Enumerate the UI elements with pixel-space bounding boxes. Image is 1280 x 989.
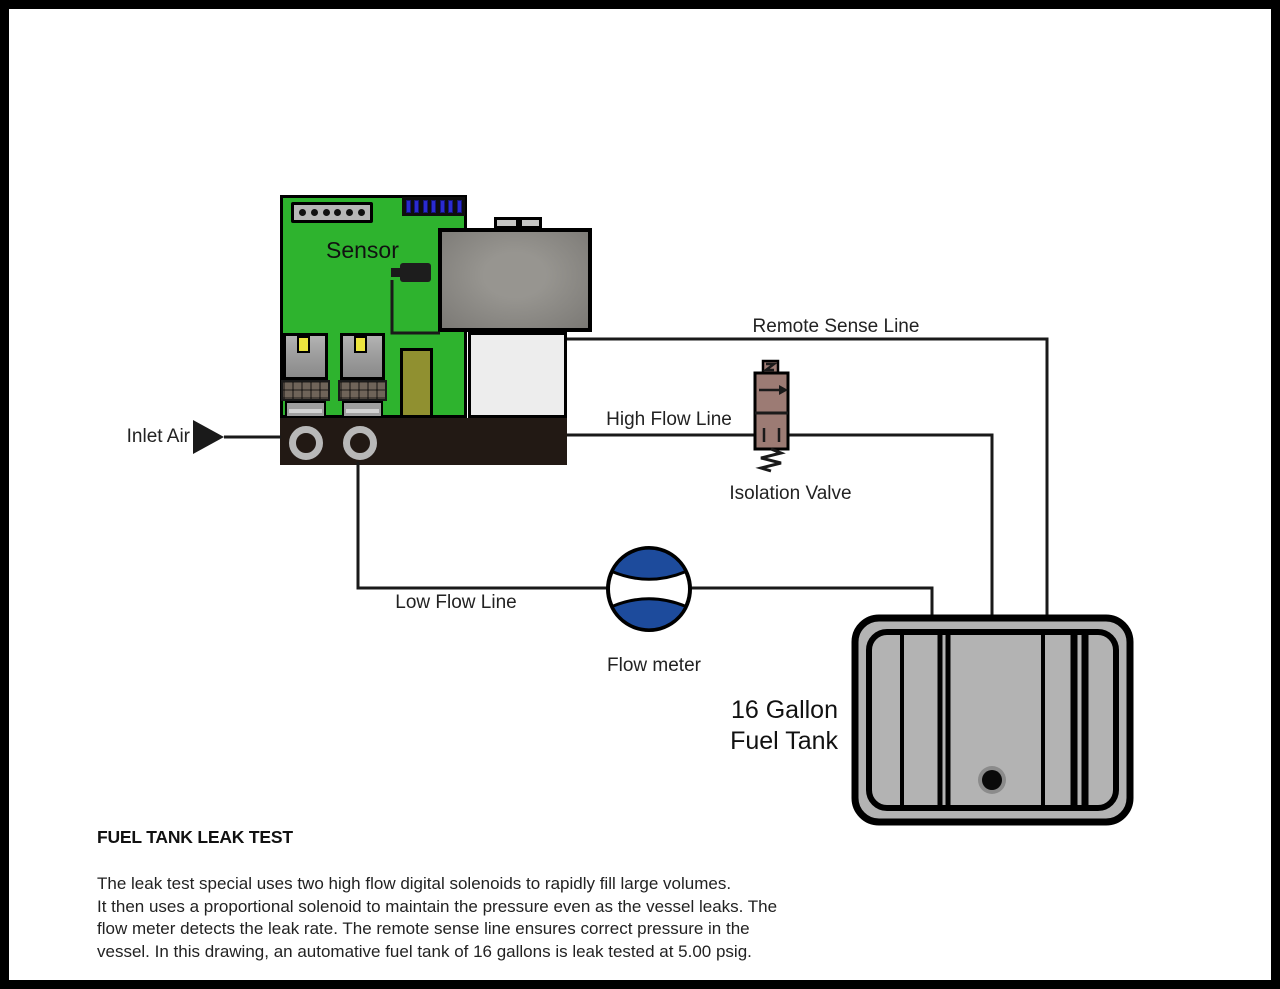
valve-spring bbox=[755, 447, 786, 473]
low-flow-pipe bbox=[690, 586, 934, 620]
proportional-valve-block bbox=[400, 348, 433, 418]
connector-pin bbox=[298, 209, 306, 216]
fuel-tank-label-line1: 16 Gallon bbox=[730, 696, 838, 724]
high-flow-pipe bbox=[567, 433, 994, 620]
dip-switch-pin bbox=[456, 200, 462, 213]
drain-plug-ring bbox=[978, 766, 1006, 794]
remote-sense-line-label: Remote Sense Line bbox=[752, 316, 920, 337]
dip-switch-pin bbox=[431, 200, 436, 213]
sensor-label: Sensor bbox=[326, 237, 399, 263]
display-module bbox=[438, 228, 592, 332]
remote-sense-pipe bbox=[567, 337, 1049, 620]
solenoid-2-base bbox=[342, 401, 383, 418]
connector-pin bbox=[346, 209, 354, 216]
connector-pin bbox=[310, 209, 318, 216]
manifold-base-bar bbox=[280, 418, 567, 465]
solenoid-base-stripe bbox=[289, 409, 322, 413]
solenoid-1-base bbox=[285, 401, 326, 418]
solenoid-2-led bbox=[354, 336, 367, 353]
isolation-valve-symbol bbox=[753, 359, 790, 473]
connector-pin bbox=[334, 209, 342, 216]
fuel-tank-label: 16 Gallon Fuel Tank bbox=[698, 695, 838, 757]
description-text: The leak test special uses two high flow… bbox=[97, 874, 778, 961]
solenoid-2-coil bbox=[338, 380, 387, 401]
fuel-tank-symbol bbox=[851, 614, 1134, 826]
dip-switch-pin bbox=[439, 200, 445, 213]
fuel-tank-label-line2: Fuel Tank bbox=[730, 727, 838, 755]
dip-switch bbox=[402, 197, 465, 216]
dip-switch-pin bbox=[448, 200, 453, 213]
inlet-air-label: Inlet Air bbox=[126, 426, 190, 447]
display-mount-tab bbox=[494, 217, 519, 229]
flow-meter-symbol bbox=[606, 546, 692, 632]
valve-flow-arrow bbox=[759, 385, 788, 395]
dip-switch-pin bbox=[422, 200, 428, 213]
dip-switch-pin bbox=[414, 200, 419, 213]
low-flow-line-label: Low Flow Line bbox=[395, 592, 517, 613]
manifold-block bbox=[468, 332, 567, 418]
connector-pin bbox=[358, 209, 366, 216]
flow-meter-label: Flow meter bbox=[607, 655, 701, 676]
page-title: FUEL TANK LEAK TEST bbox=[97, 827, 293, 847]
connector-pin bbox=[322, 209, 330, 216]
solenoid-1-coil bbox=[281, 380, 330, 401]
solenoid-1-led bbox=[297, 336, 310, 353]
drain-plug bbox=[982, 770, 1002, 790]
inlet-arrow-icon bbox=[193, 420, 281, 454]
isolation-valve-label: Isolation Valve bbox=[729, 483, 852, 504]
serial-connector bbox=[291, 202, 373, 223]
high-flow-line-label: High Flow Line bbox=[606, 409, 732, 430]
low-flow-pipe bbox=[356, 462, 608, 590]
pilot-symbol bbox=[762, 362, 778, 372]
display-mount-tab bbox=[519, 217, 542, 229]
dip-switch-pin bbox=[405, 200, 411, 213]
solenoid-base-stripe bbox=[346, 409, 379, 413]
